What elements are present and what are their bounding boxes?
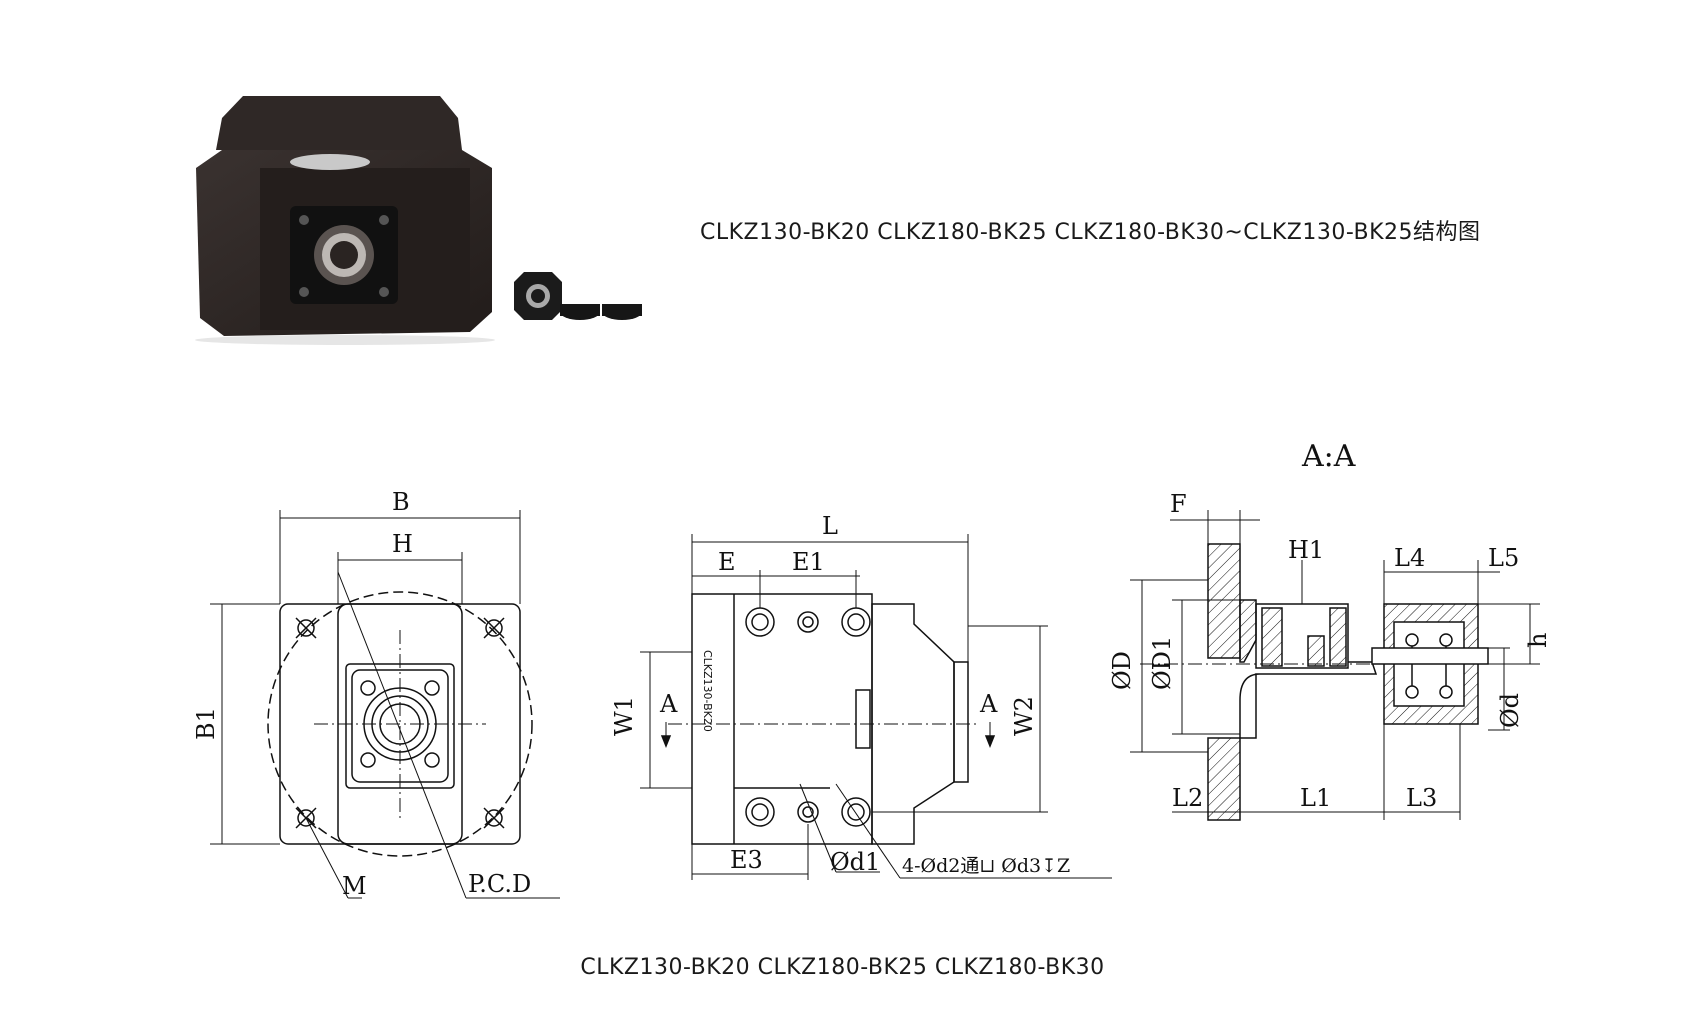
dim-PCD: P.C.D <box>468 870 531 898</box>
dim-B: B <box>392 488 410 516</box>
dim-L3: L3 <box>1406 784 1437 812</box>
dim-D1: ØD1 <box>1148 636 1176 690</box>
dim-H: H <box>392 530 413 558</box>
dim-D: ØD <box>1108 651 1136 690</box>
dim-L: L <box>822 512 838 540</box>
dim-B1: B1 <box>192 707 220 740</box>
dim-F: F <box>1170 490 1187 518</box>
body-engraving: CLKZ130-BK20 <box>701 650 714 732</box>
holes-note: 4-Ød2通⊔ Ød3↧Z <box>902 855 1070 877</box>
section-mark-left: A <box>659 690 678 718</box>
corner-hole-icons <box>295 617 505 829</box>
dim-M: M <box>342 872 367 900</box>
section-mark-right: A <box>979 690 998 718</box>
dim-L4: L4 <box>1394 544 1425 572</box>
dim-W2: W2 <box>1010 696 1038 736</box>
dim-L2: L2 <box>1172 784 1203 812</box>
dim-d: Ød <box>1496 693 1524 728</box>
dim-h: h <box>1524 633 1552 648</box>
footer-caption: CLKZ130-BK20 CLKZ180-BK25 CLKZ180-BK30 <box>580 955 1105 980</box>
dim-H1: H1 <box>1288 536 1324 564</box>
dim-E1: E1 <box>792 548 825 576</box>
dim-E: E <box>718 548 736 576</box>
mounting-hole-icons <box>745 607 871 827</box>
dim-L1: L1 <box>1300 784 1331 812</box>
flange-bolt-icons <box>360 680 440 768</box>
dim-E3: E3 <box>730 846 763 874</box>
dim-W1: W1 <box>610 696 638 736</box>
dim-d1: Ød1 <box>830 848 880 876</box>
section-title: A:A <box>1301 439 1356 474</box>
dim-L5: L5 <box>1488 544 1519 572</box>
header-caption: CLKZ130-BK20 CLKZ180-BK25 CLKZ180-BK30~C… <box>700 220 1481 245</box>
